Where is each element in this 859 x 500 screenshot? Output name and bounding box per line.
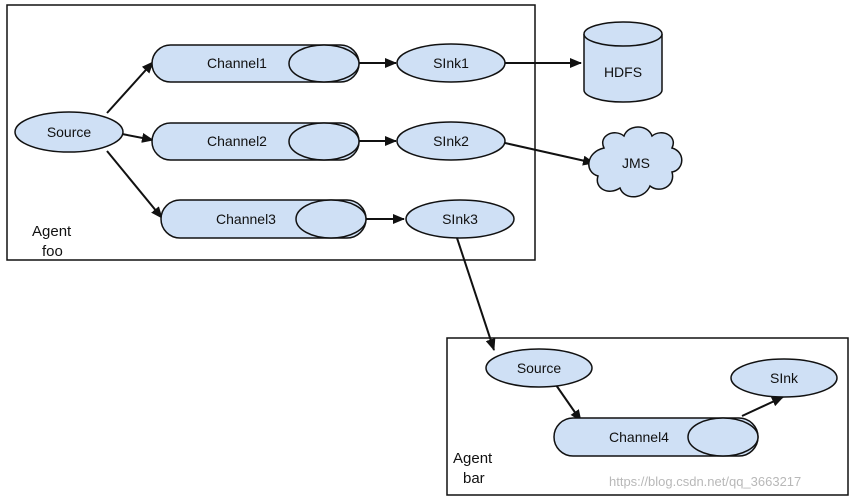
sink2-label: SInk2 [433, 133, 469, 149]
channel4-label: Channel4 [609, 429, 669, 445]
agent-foo-box [6, 4, 536, 261]
edge-source-channel3 [106, 150, 163, 219]
source-bar-node: Source [485, 348, 593, 388]
channel3-node: Channel3 [160, 199, 367, 239]
sink3-label: SInk3 [442, 211, 478, 227]
source-foo-node: Source [14, 111, 124, 153]
channel4-node: Channel4 [553, 417, 759, 457]
hdfs-database-icon: HDFS [583, 21, 663, 103]
channel2-node: Channel2 [151, 122, 360, 161]
channel1-label: Channel1 [207, 55, 267, 71]
agent-foo-label: Agent foo [32, 223, 75, 260]
edge-sink2-jms [504, 142, 595, 166]
source-foo-label: Source [47, 124, 92, 140]
edge-source-channel2 [121, 133, 154, 143]
agent-bar-box [446, 337, 849, 496]
channel1-node: Channel1 [151, 44, 360, 83]
edge-source-bar-channel4 [555, 384, 582, 422]
source-bar-label: Source [517, 360, 562, 376]
edge-source-channel1 [106, 61, 154, 114]
channel2-label: Channel2 [207, 133, 267, 149]
sink-bar-label: SInk [770, 370, 799, 386]
edge-channel4-sink-bar [741, 396, 784, 417]
channel3-label: Channel3 [216, 211, 276, 227]
jms-label: JMS [622, 155, 650, 171]
sink1-label: SInk1 [433, 55, 469, 71]
edges [106, 58, 784, 422]
sink2-node: SInk2 [396, 121, 506, 161]
agent-bar-label: Agent bar [453, 450, 496, 487]
watermark-text: https://blog.csdn.net/qq_3663217 [609, 474, 801, 489]
jms-cloud-icon: JMS [588, 126, 683, 198]
sink3-node: SInk3 [405, 199, 515, 239]
sink1-node: SInk1 [396, 43, 506, 83]
edge-sink3-source-bar [456, 237, 496, 351]
sink-bar-node: SInk [730, 358, 838, 398]
hdfs-label: HDFS [604, 64, 642, 80]
